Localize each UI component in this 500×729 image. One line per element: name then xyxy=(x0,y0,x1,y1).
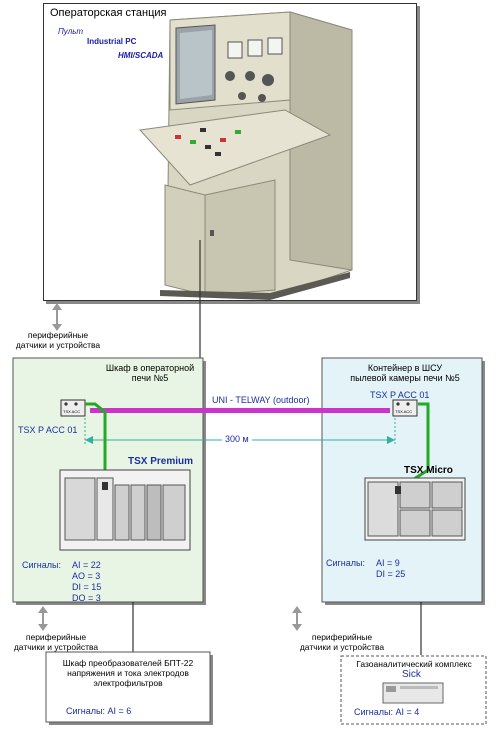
distance-label: 300 м xyxy=(222,434,252,445)
bus-label: UNI - TELWAY (outdoor) xyxy=(212,395,310,405)
module-chip-left: TSX ACC xyxy=(63,409,81,414)
converter-cabinet-title: Шкаф преобразователей БПТ-22 напряжения … xyxy=(62,658,194,688)
operator-console-image xyxy=(138,11,353,300)
sick-analyzer-image xyxy=(382,682,444,704)
label-hmi-scada: HMI/SCADA xyxy=(118,51,164,60)
signals-right-list: AI = 9 DI = 25 xyxy=(376,558,405,580)
signal-right-ai: AI = 9 xyxy=(376,558,400,568)
tsx-micro-label: TSX Micro xyxy=(404,465,453,476)
signal-left-di: DI = 15 xyxy=(72,582,102,592)
module-chip-right: TSX ACC xyxy=(395,409,413,414)
peripheral-bottom-right-label: периферийные датчики и устройства xyxy=(299,632,385,652)
peripheral-bottom-left-label: периферийные датчики и устройства xyxy=(13,632,99,652)
operator-station-title: Операторская станция xyxy=(50,7,167,19)
module-label-right: TSX P ACC 01 xyxy=(370,390,430,400)
tsx-premium-label: TSX Premium xyxy=(128,456,194,467)
peripheral-top-label: периферийные датчики и устройства xyxy=(15,330,101,350)
tsx-premium-plc-image xyxy=(59,469,191,551)
signals-left-label: Сигналы: xyxy=(22,560,62,570)
uni-telway-bus xyxy=(90,408,390,413)
signal-left-do: DO = 3 xyxy=(72,593,101,603)
gas-complex-signals: Сигналы: AI = 4 xyxy=(354,707,420,717)
peripheral-arrow-top xyxy=(52,303,62,331)
signal-left-ao: AO = 3 xyxy=(72,571,101,581)
peripheral-arrow-bottom-right xyxy=(292,606,302,631)
signal-right-di: DI = 25 xyxy=(376,569,406,579)
gas-complex-brand: Sick xyxy=(402,669,421,680)
label-industrial-pc: Industrial PC xyxy=(87,37,137,46)
signals-left-list: AI = 22 AO = 3 DI = 15 DO = 3 xyxy=(72,560,101,604)
gas-complex-title: Газоаналитический комплекс xyxy=(356,659,472,669)
module-label-left: TSX P ACC 01 xyxy=(18,425,78,435)
label-console: Пульт xyxy=(58,27,84,36)
converter-signals: Сигналы: AI = 6 xyxy=(66,706,132,716)
tsx-micro-plc-image xyxy=(364,477,466,541)
container-right-title: Контейнер в ШСУ пылевой камеры печи №5 xyxy=(350,363,460,383)
signals-right-label: Сигналы: xyxy=(326,558,366,568)
signal-left-ai: AI = 22 xyxy=(72,560,101,570)
peripheral-arrow-bottom-left xyxy=(38,606,48,631)
cabinet-left-title: Шкаф в операторной печи №5 xyxy=(105,363,195,383)
